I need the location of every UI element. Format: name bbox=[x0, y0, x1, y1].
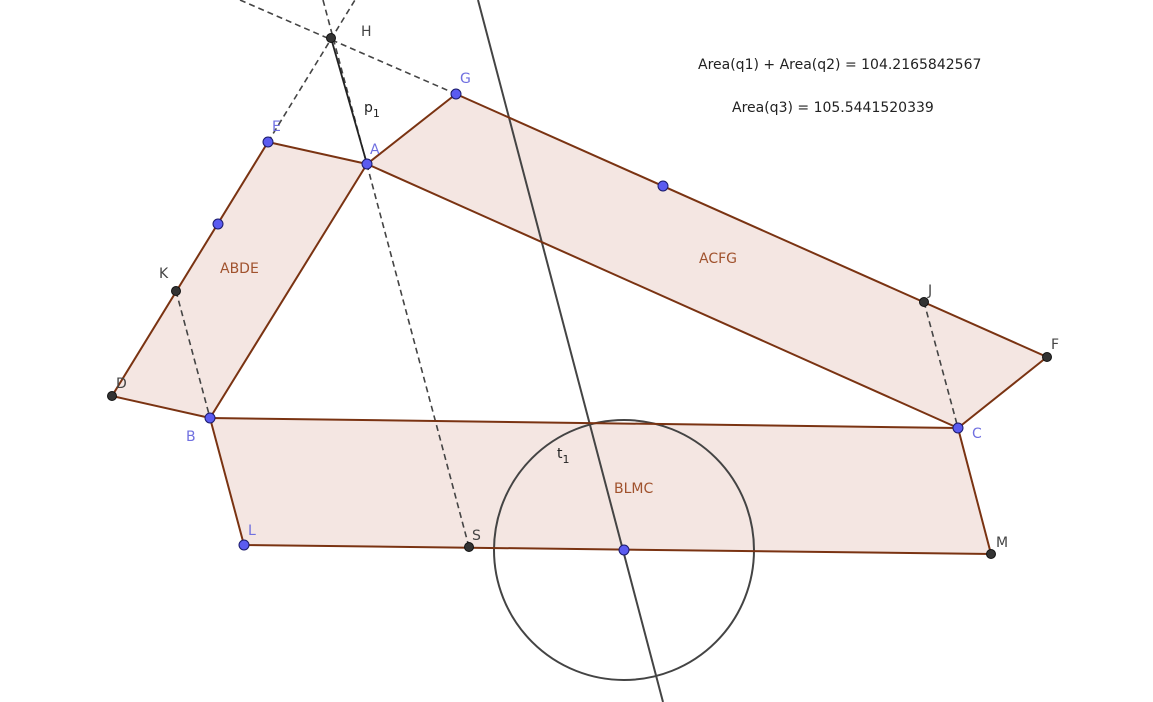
point-circle-center[interactable] bbox=[618, 544, 630, 556]
label-j: J bbox=[927, 283, 932, 299]
label-line-p1: p1 bbox=[364, 100, 380, 120]
point-f[interactable] bbox=[1042, 352, 1052, 362]
point-s[interactable] bbox=[464, 542, 474, 552]
label-m: M bbox=[996, 535, 1008, 551]
polygon-blmc[interactable] bbox=[210, 418, 991, 554]
point-m[interactable] bbox=[986, 549, 996, 559]
point-g[interactable] bbox=[450, 88, 462, 100]
label-k: K bbox=[159, 266, 169, 282]
dashed-line-e-h[interactable] bbox=[267, 0, 356, 143]
point-h[interactable] bbox=[326, 33, 336, 43]
point-j[interactable] bbox=[919, 297, 929, 307]
label-polygon-acfg: ACFG bbox=[699, 251, 737, 267]
point-d[interactable] bbox=[107, 391, 117, 401]
point-l[interactable] bbox=[238, 539, 250, 551]
dashed-line-k-b[interactable] bbox=[175, 290, 211, 419]
label-s: S bbox=[472, 528, 481, 544]
label-polygon-blmc: BLMC bbox=[614, 481, 653, 497]
polygon-abde[interactable] bbox=[112, 142, 367, 418]
area-q3-text: Area(q3) = 105.5441520339 bbox=[732, 100, 934, 116]
circle-t1[interactable] bbox=[493, 419, 755, 681]
line-p1[interactable] bbox=[330, 37, 368, 165]
label-e: E bbox=[272, 119, 281, 135]
label-a: A bbox=[370, 142, 380, 158]
dashed-line-j-c[interactable] bbox=[923, 301, 959, 429]
points bbox=[107, 33, 1052, 559]
label-polygon-abde: ABDE bbox=[220, 261, 259, 277]
label-l: L bbox=[248, 523, 256, 539]
label-g: G bbox=[460, 71, 471, 87]
label-c: C bbox=[972, 426, 982, 442]
label-h: H bbox=[361, 24, 372, 40]
polygon-acfg[interactable] bbox=[367, 94, 1047, 428]
label-b: B bbox=[186, 429, 196, 445]
point-e[interactable] bbox=[262, 136, 274, 148]
line-perpendicular[interactable] bbox=[477, 0, 664, 702]
point-b[interactable] bbox=[204, 412, 216, 424]
point-c[interactable] bbox=[952, 422, 964, 434]
point-a[interactable] bbox=[361, 158, 373, 170]
label-f: F bbox=[1051, 337, 1059, 353]
point-mid-ag[interactable] bbox=[657, 180, 669, 192]
point-mid-ae[interactable] bbox=[212, 218, 224, 230]
label-circle-t1: t1 bbox=[557, 446, 570, 466]
area-sum-text: Area(q1) + Area(q2) = 104.2165842567 bbox=[698, 57, 981, 73]
label-d: D bbox=[116, 376, 127, 392]
dashed-line-h-g[interactable] bbox=[239, 0, 457, 95]
dashed-line-h-s[interactable] bbox=[322, 0, 470, 548]
point-k[interactable] bbox=[171, 286, 181, 296]
